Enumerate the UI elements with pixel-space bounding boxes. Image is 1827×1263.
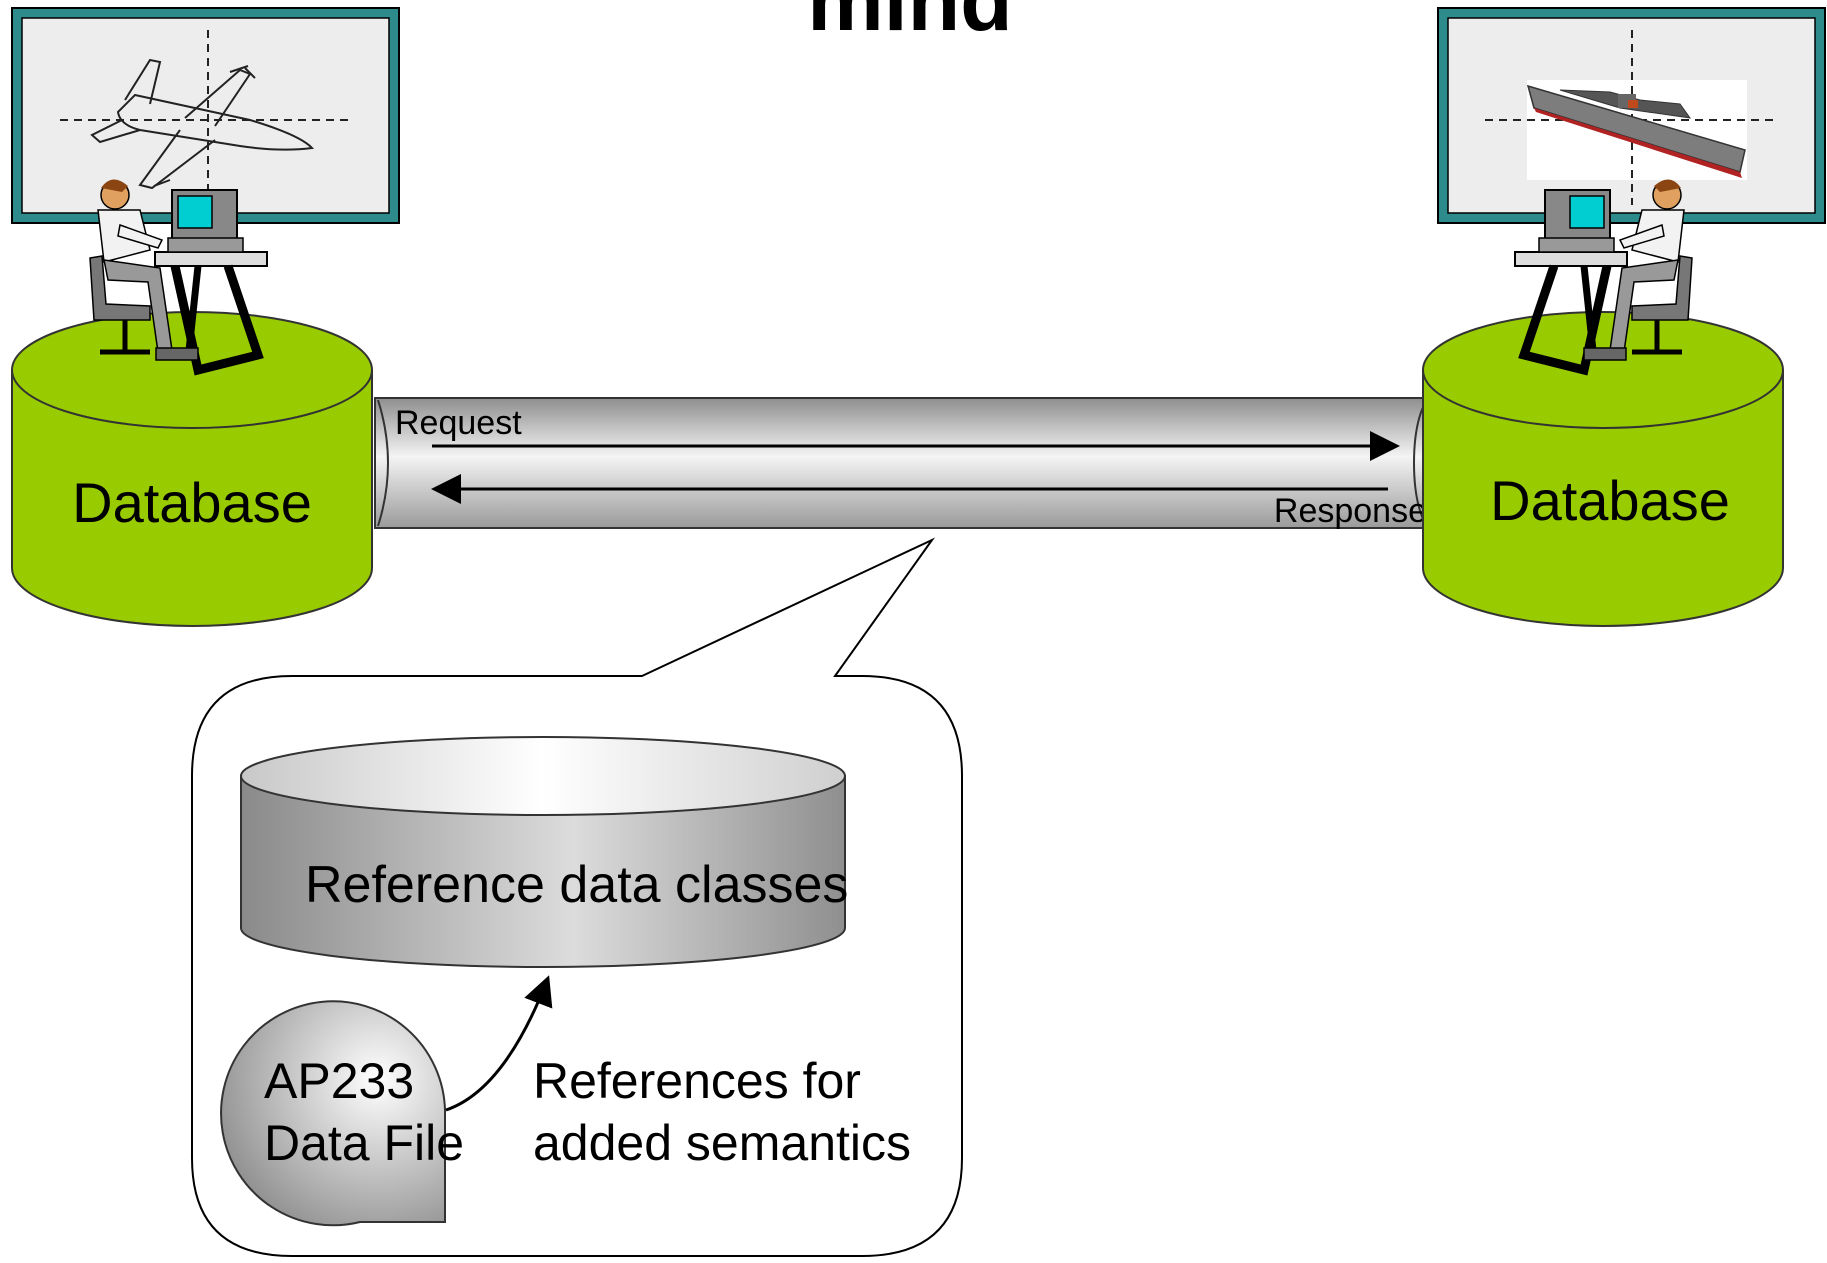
left-database-label: Database: [72, 471, 312, 534]
left-display-monitor: [11, 7, 400, 224]
left-operator-workstation: [89, 179, 268, 376]
ap233-data-file: AP233 Data File: [220, 1000, 464, 1227]
left-database: Database: [11, 311, 373, 627]
response-label: Response: [1274, 492, 1427, 530]
right-database: Database: [1422, 311, 1784, 627]
reference-data-label: Reference data classes: [305, 856, 848, 914]
right-database-label: Database: [1490, 469, 1730, 532]
ship-icon: [1526, 84, 1746, 178]
references-line1: References for: [533, 1053, 861, 1109]
reference-arrow: [445, 975, 553, 1112]
right-display-monitor: [1437, 7, 1826, 224]
slide-title-fragment: mind: [807, 0, 1012, 49]
reference-data-cylinder: Reference data classes: [240, 736, 848, 968]
references-line2: added semantics: [533, 1115, 911, 1171]
right-operator-workstation: [1514, 179, 1693, 376]
request-label: Request: [395, 404, 522, 442]
data-file-line1: AP233: [264, 1053, 414, 1109]
communication-pipe: [374, 397, 1451, 529]
data-file-line2: Data File: [264, 1115, 464, 1171]
aircraft-icon: [90, 58, 315, 190]
